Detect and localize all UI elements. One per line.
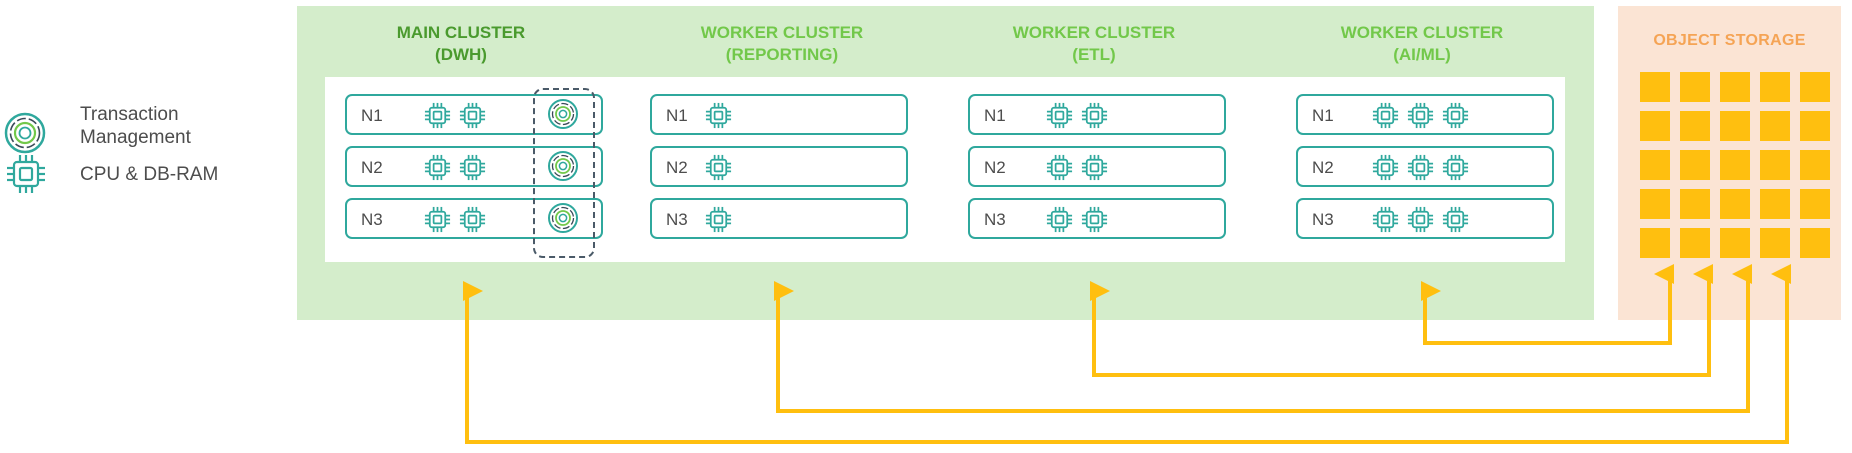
cpu-chip-icon: [705, 102, 732, 129]
cpu-chip-icon: [1372, 206, 1399, 233]
storage-block: [1640, 189, 1670, 219]
legend-label-cpu-db-ram: CPU & DB-RAM: [80, 164, 219, 185]
cpu-chip-icon: [1442, 102, 1469, 129]
cluster-title-etl: WORKER CLUSTER (ETL): [1012, 23, 1176, 64]
storage-block: [1680, 150, 1710, 180]
storage-block: [1720, 72, 1750, 102]
storage-block: [1640, 111, 1670, 141]
transaction-management-icon: [546, 149, 580, 183]
node-reporting-1: N1: [650, 94, 908, 135]
node-label: N1: [984, 106, 1006, 125]
cpu-chip-group: [423, 205, 487, 234]
storage-block: [1720, 111, 1750, 141]
transaction-management-icon: [546, 97, 580, 131]
node-aiml-3: N3: [1296, 198, 1554, 239]
node-etl-3: N3: [968, 198, 1226, 239]
storage-block: [1640, 150, 1670, 180]
node-label: N1: [361, 106, 383, 125]
storage-block: [1640, 228, 1670, 258]
storage-block: [1800, 228, 1830, 258]
cpu-chip-icon: [424, 154, 451, 181]
storage-block: [1760, 228, 1790, 258]
cpu-chip-icon: [1372, 102, 1399, 129]
cpu-chip-icon: [1046, 102, 1073, 129]
cpu-chip-group: [1045, 101, 1109, 130]
cpu-chip-icon: [1081, 102, 1108, 129]
cpu-chip-group: [1045, 205, 1109, 234]
storage-block: [1720, 228, 1750, 258]
cpu-chip-group: [1045, 153, 1109, 182]
object-storage-title: OBJECT STORAGE: [1653, 32, 1806, 49]
node-label: N3: [984, 210, 1006, 229]
cpu-chip-icon: [459, 102, 486, 129]
node-label: N2: [666, 158, 688, 177]
cpu-chip-group: [704, 153, 733, 182]
cpu-chip-icon: [1442, 206, 1469, 233]
node-label: N3: [1312, 210, 1334, 229]
node-reporting-2: N2: [650, 146, 908, 187]
storage-block: [1800, 72, 1830, 102]
storage-block: [1760, 189, 1790, 219]
cluster-title-reporting: WORKER CLUSTER (REPORTING): [700, 23, 864, 64]
storage-block: [1800, 150, 1830, 180]
cpu-chip-group: [423, 101, 487, 130]
storage-block: [1760, 150, 1790, 180]
cluster-title-main: MAIN CLUSTER (DWH): [396, 23, 526, 64]
node-aiml-1: N1: [1296, 94, 1554, 135]
cpu-chip-icon: [1407, 206, 1434, 233]
node-label: N1: [1312, 106, 1334, 125]
storage-block: [1800, 189, 1830, 219]
node-label: N2: [984, 158, 1006, 177]
cpu-chip-group: [704, 205, 733, 234]
cpu-chip-icon: [1442, 154, 1469, 181]
cpu-chip-group: [423, 153, 487, 182]
cpu-chip-icon: [1407, 154, 1434, 181]
storage-block: [1720, 150, 1750, 180]
storage-block: [1760, 111, 1790, 141]
cpu-chip-icon: [424, 102, 451, 129]
node-etl-2: N2: [968, 146, 1226, 187]
node-label: N2: [1312, 158, 1334, 177]
transaction-management-icon: [4, 112, 46, 154]
cpu-chip-icon: [705, 154, 732, 181]
storage-block: [1800, 111, 1830, 141]
cpu-chip-icon: [1046, 154, 1073, 181]
cpu-chip-icon: [1081, 154, 1108, 181]
cpu-chip-group: [1371, 205, 1470, 234]
cpu-chip-icon: [1046, 206, 1073, 233]
cpu-chip-icon: [705, 206, 732, 233]
node-label: N3: [361, 210, 383, 229]
cpu-chip-icon: [1081, 206, 1108, 233]
storage-block: [1680, 228, 1710, 258]
transaction-management-icon: [546, 201, 580, 235]
cpu-chip-icon: [424, 206, 451, 233]
node-aiml-2: N2: [1296, 146, 1554, 187]
storage-block: [1640, 72, 1670, 102]
cpu-chip-group: [704, 101, 733, 130]
cpu-chip-icon: [1372, 154, 1399, 181]
storage-block: [1680, 189, 1710, 219]
storage-block: [1680, 72, 1710, 102]
node-etl-1: N1: [968, 94, 1226, 135]
legend-label-transaction-management: Transaction Management: [80, 104, 191, 148]
storage-block: [1680, 111, 1710, 141]
storage-block: [1760, 72, 1790, 102]
cpu-chip-icon: [459, 206, 486, 233]
cpu-chip-icon: [7, 155, 45, 193]
cpu-chip-icon: [1407, 102, 1434, 129]
cpu-chip-group: [1371, 153, 1470, 182]
node-label: N3: [666, 210, 688, 229]
cpu-chip-group: [1371, 101, 1470, 130]
node-reporting-3: N3: [650, 198, 908, 239]
cpu-chip-icon: [459, 154, 486, 181]
cluster-title-aiml: WORKER CLUSTER (AI/ML): [1340, 23, 1504, 64]
storage-block: [1720, 189, 1750, 219]
node-label: N1: [666, 106, 688, 125]
node-label: N2: [361, 158, 383, 177]
transaction-management-group: [533, 88, 595, 258]
